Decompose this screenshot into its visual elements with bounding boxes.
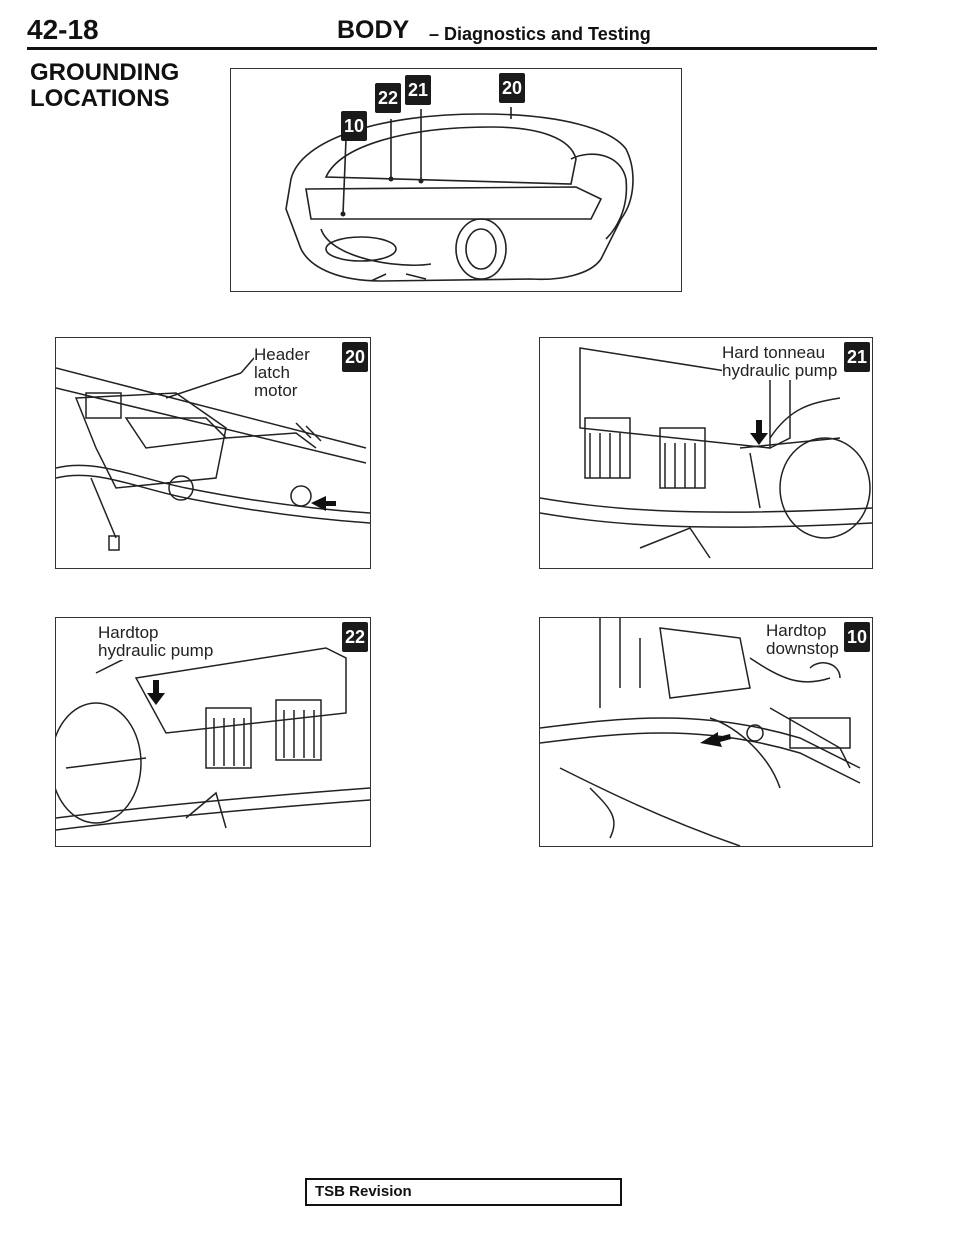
- tsb-revision-label: TSB Revision: [315, 1183, 412, 1200]
- badge-10: 10: [844, 622, 870, 652]
- badge-21: 21: [405, 75, 431, 105]
- page-header: 42-18 BODY – Diagnostics and Testing: [27, 14, 877, 50]
- badge-20: 20: [342, 342, 368, 372]
- latch-motor-wiring-icon: [56, 357, 370, 551]
- hydraulic-pump-icon: [540, 347, 872, 559]
- section-name: BODY: [337, 16, 410, 44]
- badge-21: 21: [844, 342, 870, 372]
- car-rear-icon: [285, 107, 634, 282]
- callout-hard-tonneau-hydraulic-pump: Hard tonneau hydraulic pump: [722, 344, 840, 380]
- hydraulic-pump-icon: [56, 647, 370, 831]
- badge-10: 10: [341, 111, 367, 141]
- badge-20: 20: [499, 73, 525, 103]
- overview-panel: 22 21 20 10: [230, 68, 682, 292]
- callout-hardtop-downstop: Hardtop downstop: [766, 622, 842, 658]
- callout-hardtop-hydraulic-pump: Hardtop hydraulic pump: [98, 624, 228, 660]
- tsb-revision-box: TSB Revision: [305, 1178, 622, 1206]
- panel-22: Hardtop hydraulic pump 22: [55, 617, 371, 847]
- badge-22: 22: [342, 622, 368, 652]
- panel-20: Header latch motor 20: [55, 337, 371, 569]
- page-number: 42-18: [27, 14, 99, 45]
- callout-header-latch-motor: Header latch motor: [254, 346, 322, 400]
- section-title: GROUNDING LOCATIONS: [30, 59, 180, 112]
- downstop-icon: [540, 618, 861, 846]
- badge-22: 22: [375, 83, 401, 113]
- panel-10: Hardtop downstop 10: [539, 617, 873, 847]
- section-subtitle: – Diagnostics and Testing: [429, 24, 651, 44]
- panel-21: Hard tonneau hydraulic pump 21: [539, 337, 873, 569]
- header-rule: [27, 47, 877, 50]
